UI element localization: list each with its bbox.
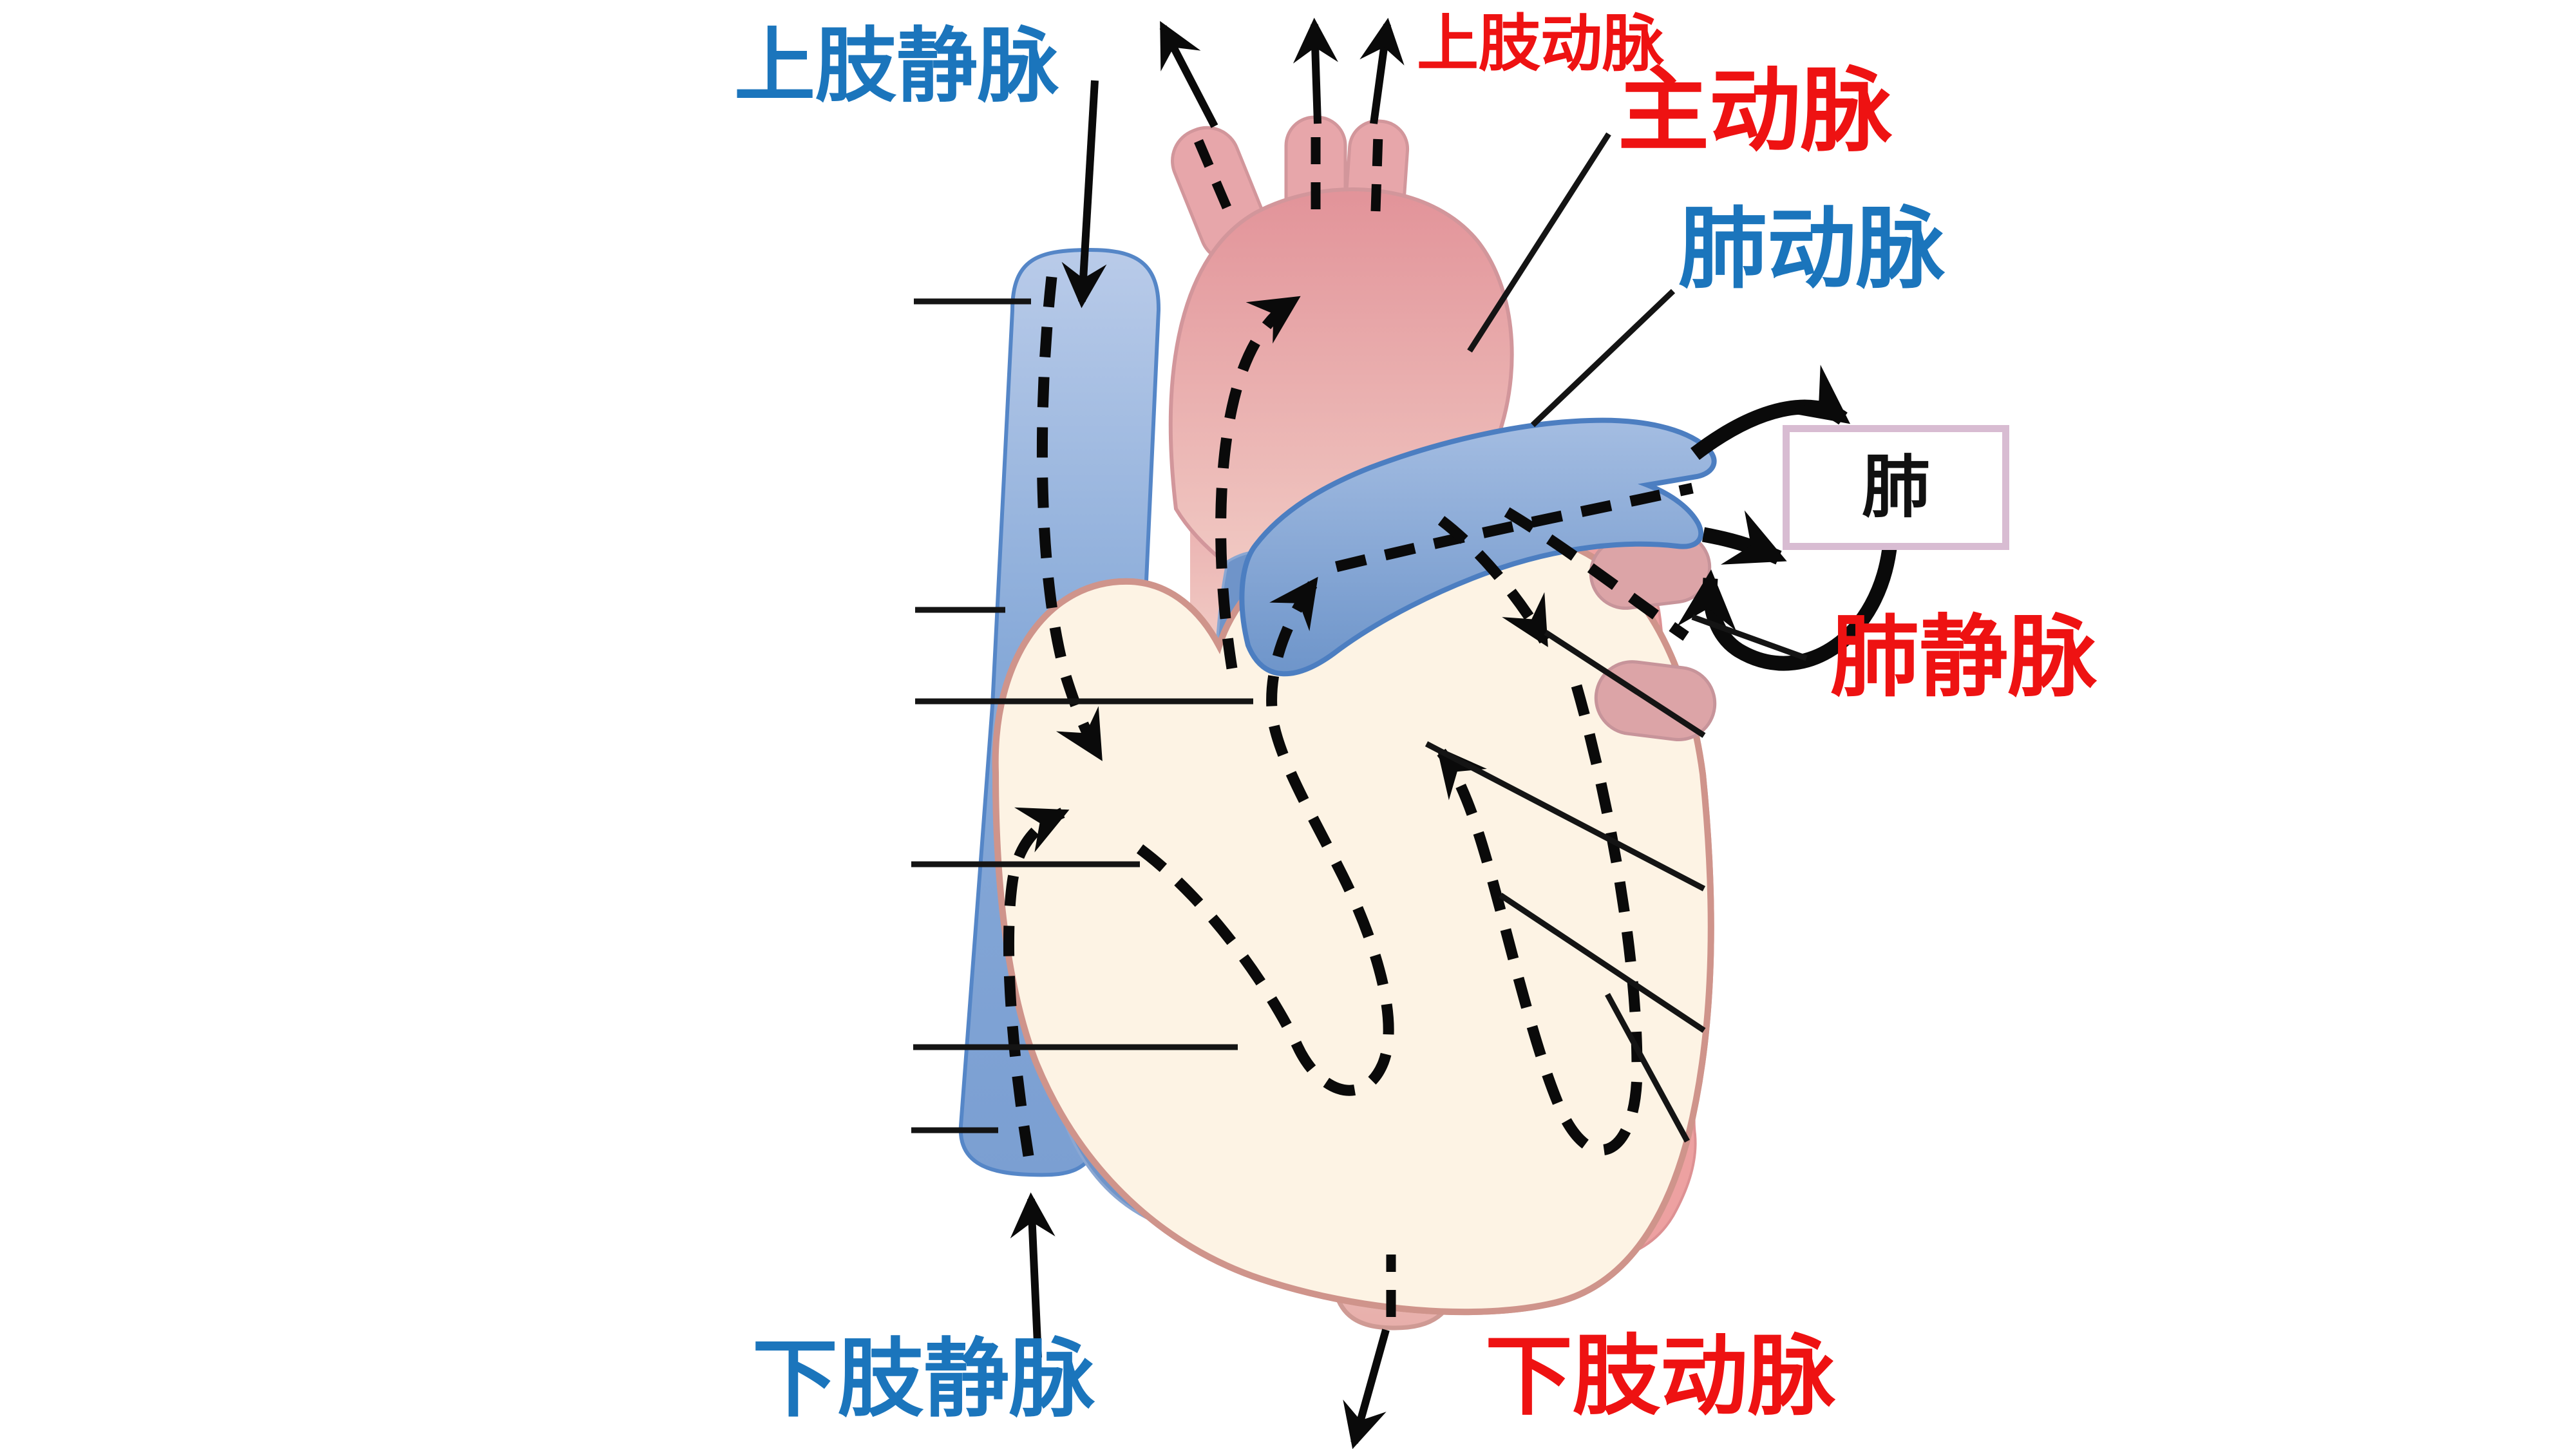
callout-pulmonary-artery <box>1530 289 1676 428</box>
callout-right-4 <box>1605 992 1690 1143</box>
lung-exchange-arrows <box>1677 365 1898 671</box>
callout-right-3 <box>1499 893 1706 1033</box>
label-lower-limb-vein: 下肢静脉 <box>752 1330 1095 1429</box>
arrow-pa-to-lung-side <box>1701 510 1787 565</box>
label-pulmonary-vein: 肺静脉 <box>1830 605 2098 709</box>
arrow-from-lower-limb-up <box>1010 1192 1056 1358</box>
flow-inferior-vena-cava <box>1003 807 1070 1157</box>
callout-lines <box>911 132 1808 1143</box>
arrow-branch-left-up <box>1159 21 1218 128</box>
solid-arrows <box>1010 17 1405 1449</box>
lung-box: 肺 <box>1783 425 2009 550</box>
arrow-branch-right-up <box>1359 17 1405 124</box>
arrow-lung-to-pv <box>1677 542 1898 671</box>
label-pulmonary-artery: 肺动脉 <box>1678 197 1946 301</box>
lung-box-label: 肺 <box>1862 448 1930 527</box>
flow-into-left-atrium <box>1437 516 1549 647</box>
label-aorta: 主动脉 <box>1618 58 1892 164</box>
flow-pulmonary-artery-lower <box>1504 507 1689 641</box>
flow-ascending-aorta <box>1215 295 1301 670</box>
flow-branch-right <box>1370 133 1383 212</box>
label-lower-limb-artery: 下肢动脉 <box>1485 1326 1835 1428</box>
flow-left-ventricle-loop <box>1436 684 1643 1156</box>
arrow-to-lower-limb-down <box>1343 1329 1390 1449</box>
callout-aorta <box>1467 132 1611 353</box>
label-upper-limb-vein: 上肢静脉 <box>734 19 1059 113</box>
callout-right-2 <box>1425 741 1706 891</box>
arrow-branch-middle-up <box>1293 17 1338 124</box>
callout-pulmonary-vein <box>1691 614 1808 661</box>
arrow-pa-to-lung-top <box>1690 365 1851 460</box>
branch-flow-dashes <box>1192 132 1396 1317</box>
flow-superior-vena-cava <box>1036 276 1104 761</box>
label-upper-limb-artery: 上肢动脉 <box>1417 8 1664 80</box>
flow-branch-left <box>1192 135 1231 209</box>
arrow-into-svc <box>1061 80 1107 308</box>
flow-pulmonary-artery-upper <box>1334 482 1694 573</box>
blood-flow-paths <box>1003 276 1694 1157</box>
callout-right-1 <box>1544 630 1706 738</box>
pulmonary-artery-vessel <box>1239 417 1717 677</box>
